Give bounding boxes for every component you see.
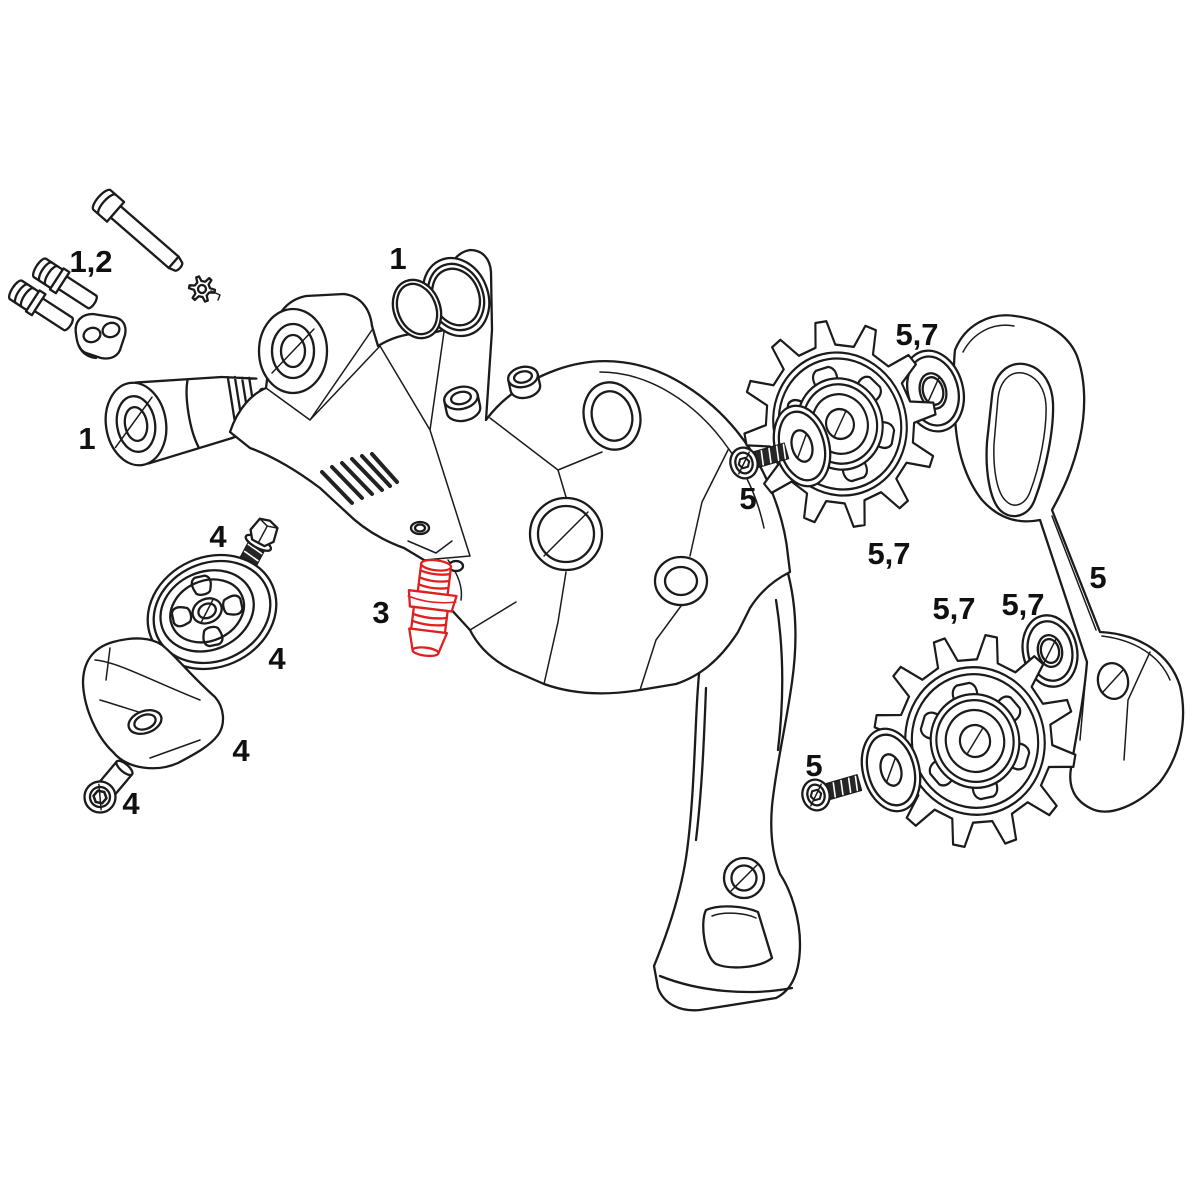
- label-disc-4: 4: [268, 641, 286, 676]
- screw-3-highlighted: [407, 558, 458, 658]
- pulley-57-lower: [873, 633, 1077, 849]
- mounting-plate: [74, 312, 127, 360]
- label-limit-screw-4: 4: [209, 519, 227, 554]
- derailleur-body: [228, 248, 792, 695]
- pulley-bolt-5-lower: [801, 774, 863, 812]
- pulley-front-washer-lower: [860, 727, 922, 813]
- part-labels: 1,2 1 1 3 4 4 4 4 5 5,7 5,7 5 5,7 5,7 5: [69, 241, 1106, 821]
- label-oring-1: 1: [389, 241, 406, 276]
- cage-cover-4: [81, 637, 225, 770]
- label-barrel-1: 1: [78, 421, 95, 456]
- label-cage-plate-5: 5: [1089, 560, 1106, 595]
- label-bolt-5-lower: 5: [805, 748, 822, 783]
- label-pulley-57-lower: 5,7: [932, 591, 975, 626]
- mounting-bolt-1-2-b: [31, 257, 98, 310]
- bumper-disc-4: [146, 553, 278, 671]
- pulley-front-washer-upper: [772, 404, 832, 488]
- long-bolt: [91, 188, 184, 272]
- retainer-clip: [187, 275, 221, 303]
- label-pulley-57-upper: 5,7: [867, 536, 910, 571]
- label-bolt-5-upper: 5: [739, 481, 756, 516]
- label-spacer-57-lower: 5,7: [1001, 587, 1044, 622]
- label-bolts-1-2: 1,2: [69, 244, 112, 279]
- label-cover-4: 4: [232, 733, 250, 768]
- label-spacer-57-upper: 5,7: [895, 317, 938, 352]
- inner-cage-plate: [652, 564, 802, 1012]
- label-screw-3: 3: [372, 595, 389, 630]
- cover-bolt-4: [83, 759, 134, 814]
- o-ring-1: [391, 278, 443, 340]
- mounting-bolt-1-2-a: [7, 279, 74, 332]
- outer-cage-plate-5: [952, 314, 1185, 813]
- label-cover-bolt-4: 4: [122, 786, 140, 821]
- pulley-bolt-5-upper: [729, 442, 790, 480]
